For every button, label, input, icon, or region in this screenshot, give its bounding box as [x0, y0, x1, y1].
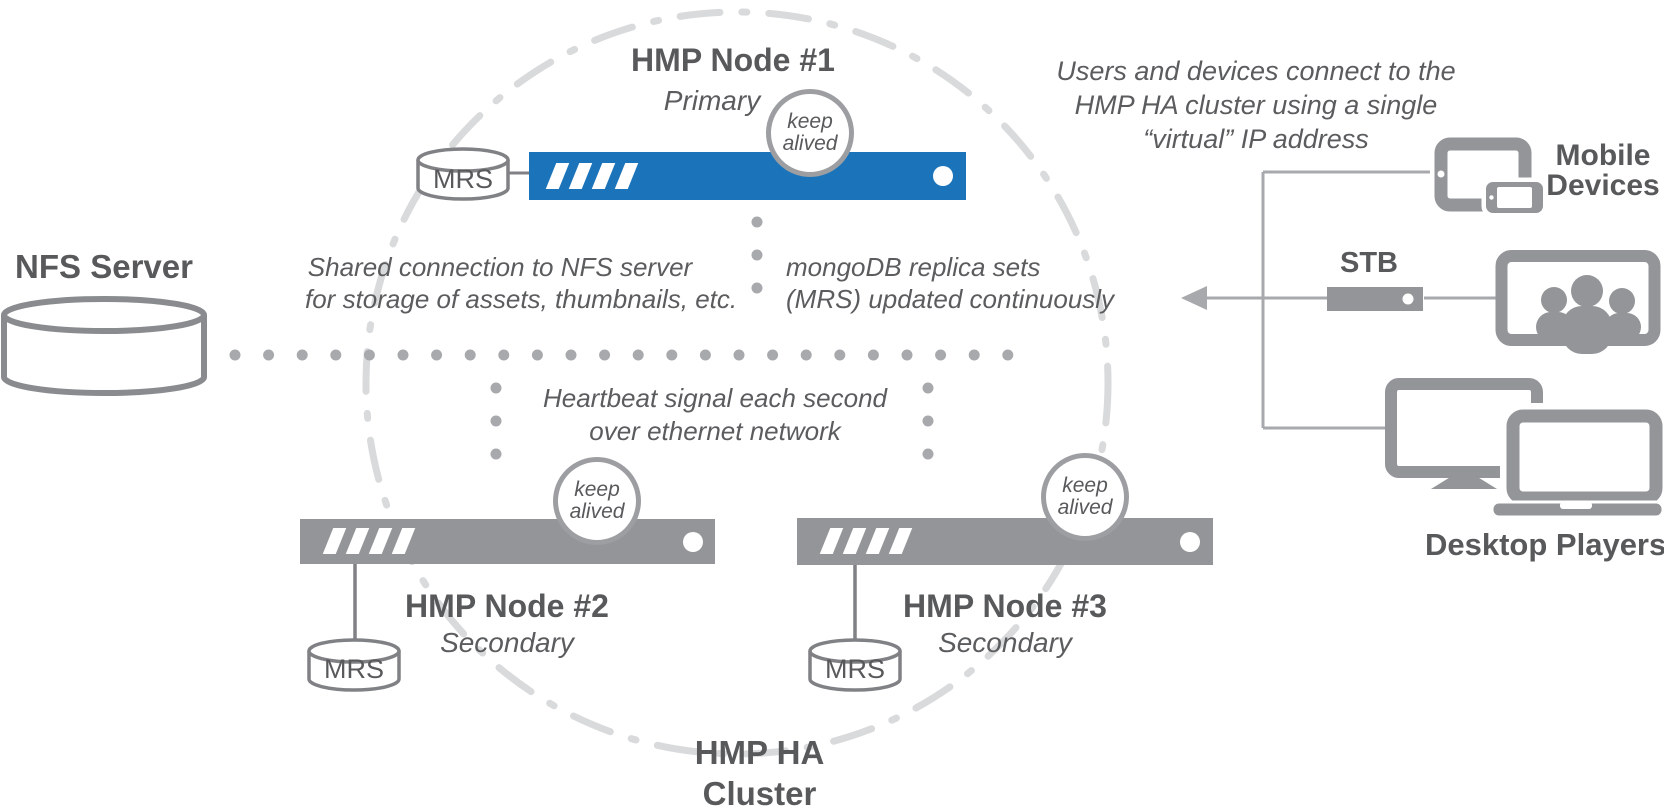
nfs-shared-note: Shared connection to NFS server for stor… — [305, 251, 738, 315]
badge-line: alived — [782, 132, 838, 155]
server-vents-icon — [322, 528, 420, 554]
node2-title: HMP Node #2 — [405, 588, 609, 624]
desktop-players-label: Desktop Players — [1425, 527, 1664, 562]
label-line: HMP HA — [694, 734, 825, 771]
node3-title: HMP Node #3 — [903, 588, 1107, 624]
mrs2-label: MRS — [324, 654, 384, 684]
nfs-server-cylinder-icon — [1, 296, 207, 396]
badge-line: keep — [574, 478, 620, 501]
server-led-icon — [933, 166, 953, 186]
badge-line: keep — [787, 110, 833, 133]
hmp-node3-server-bar — [797, 518, 1213, 565]
note-line: HMP HA cluster using a single — [1074, 90, 1438, 120]
mrs3-label: MRS — [825, 654, 885, 684]
virtual-ip-arrow-icon — [1181, 286, 1207, 310]
badge-line: alived — [1057, 496, 1113, 519]
server-led-icon — [683, 532, 703, 552]
node1-role: Primary — [663, 85, 761, 116]
laptop-icon — [1490, 403, 1664, 519]
virtual-ip-note: Users and devices connect to the HMP HA … — [1040, 54, 1472, 156]
keepalived-badge-node1: keep alived — [766, 89, 854, 177]
mrs2-cylinder-icon — [307, 638, 401, 692]
mrs1-label: MRS — [433, 164, 493, 194]
hmp-node1-server-bar — [529, 152, 966, 200]
server-led-icon — [1180, 532, 1200, 552]
note-line: Heartbeat signal each second — [542, 383, 887, 413]
label-line: Cluster — [702, 775, 817, 810]
server-vents-icon — [819, 528, 917, 554]
ha-cluster-boundary-circle — [362, 8, 1112, 758]
mrs1-cylinder-icon — [416, 147, 510, 201]
nfs-server-label: NFS Server — [15, 248, 193, 285]
smartphone-icon — [1481, 177, 1548, 218]
keepalived-badge-node3: keep alived — [1041, 453, 1129, 541]
hmp-node2-server-bar — [300, 519, 715, 564]
keepalived-badge-node2: keep alived — [553, 457, 641, 545]
note-line: mongoDB replica sets — [786, 252, 1041, 282]
badge-line: alived — [569, 500, 625, 523]
device-bracket-lines — [1186, 170, 1500, 430]
mongo-replica-note: mongoDB replica sets (MRS) updated conti… — [786, 251, 1166, 315]
note-line: “virtual” IP address — [1143, 124, 1369, 154]
node1-title: HMP Node #1 — [631, 42, 835, 78]
mobile-devices-label: Mobile Devices — [1540, 141, 1664, 201]
tv-audience-icon — [1495, 250, 1661, 354]
node2-role: Secondary — [440, 627, 574, 658]
note-line: Shared connection to NFS server — [307, 252, 693, 282]
label-line: Devices — [1546, 169, 1660, 202]
mrs3-cylinder-icon — [808, 638, 902, 692]
stb-icon — [1327, 287, 1423, 311]
note-line: (MRS) updated continuously — [786, 284, 1115, 314]
node3-role: Secondary — [938, 627, 1072, 658]
server-vents-icon — [545, 163, 643, 189]
stb-label: STB — [1340, 247, 1398, 279]
note-line: for storage of assets, thumbnails, etc. — [305, 284, 738, 314]
note-line: Users and devices connect to the — [1056, 56, 1456, 86]
badge-line: keep — [1062, 474, 1108, 497]
note-line: over ethernet network — [589, 416, 841, 446]
cluster-title: HMP HA Cluster — [642, 732, 877, 810]
label-line: Mobile — [1555, 139, 1651, 172]
heartbeat-note: Heartbeat signal each second over ethern… — [490, 382, 940, 448]
